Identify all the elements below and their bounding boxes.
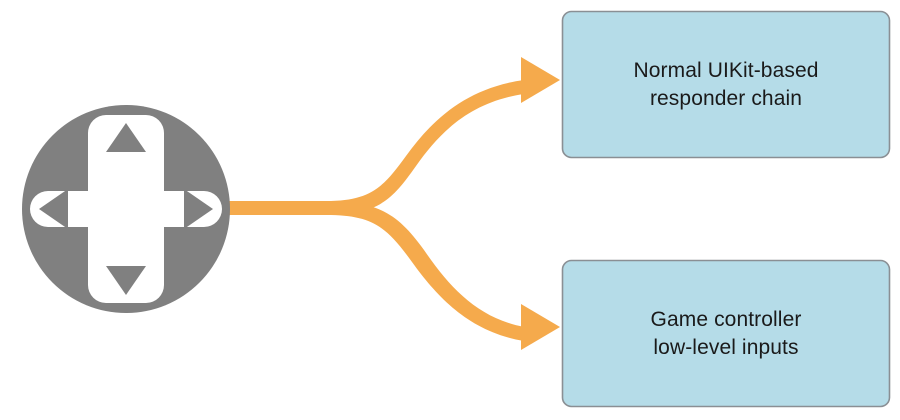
connector-stem	[228, 201, 334, 215]
dpad-icon[interactable]	[22, 105, 230, 313]
target-box-low-level-inputs[interactable]	[561, 259, 891, 408]
dpad-up-arrow-icon[interactable]	[106, 123, 146, 152]
connector-arrowhead-lower	[521, 304, 560, 350]
dpad-down-arrow-icon[interactable]	[106, 266, 146, 295]
dpad-right-arrow-icon[interactable]	[184, 189, 213, 229]
dpad-left-arrow-icon[interactable]	[39, 189, 68, 229]
connector-branch-lower	[326, 201, 524, 341]
branching-arrow-connector	[228, 57, 560, 350]
connector-arrowhead-upper	[521, 57, 560, 103]
target-box-responder-chain[interactable]	[561, 10, 891, 159]
connector-branch-upper	[326, 80, 524, 215]
